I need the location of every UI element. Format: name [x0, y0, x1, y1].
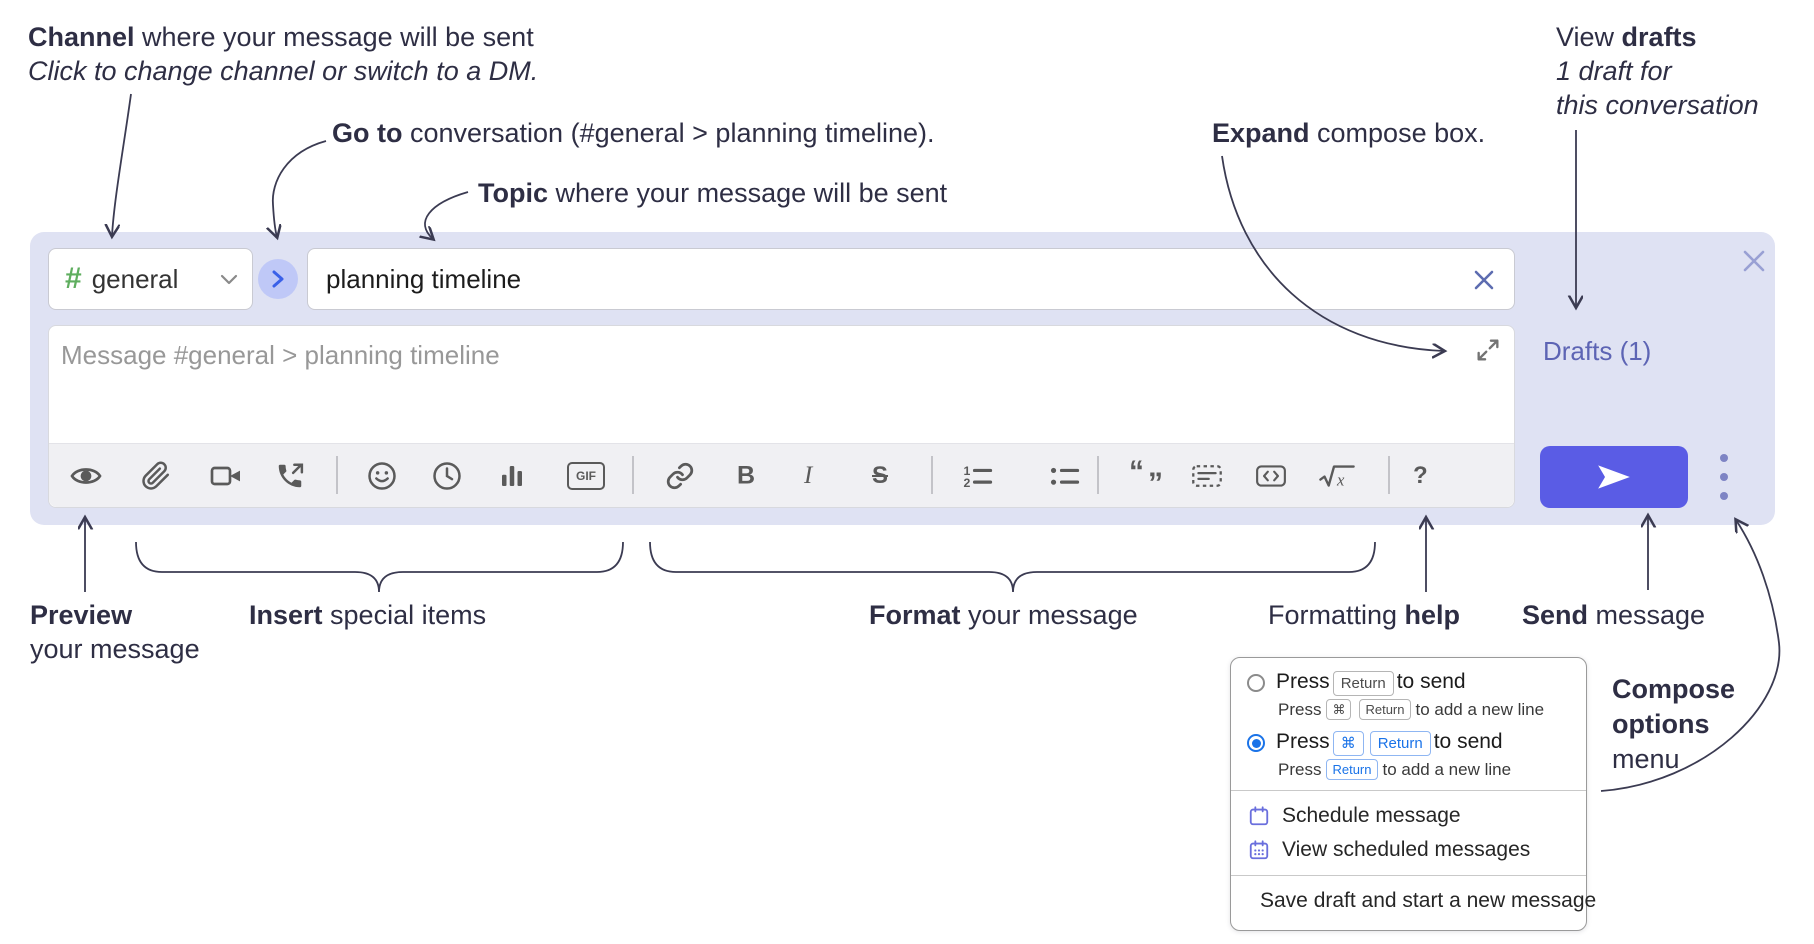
message-panel: Message #general > planning timeline: [48, 325, 1515, 508]
menu-item-save-draft[interactable]: Save draft and start a new message: [1247, 884, 1596, 918]
close-compose-icon[interactable]: [1740, 247, 1768, 275]
connector-channel: [112, 93, 132, 236]
annotation-topic: Topic where your message will be sent: [478, 178, 948, 208]
calendar-dates-icon: [1249, 840, 1269, 860]
drafts-link[interactable]: Drafts (1): [1543, 336, 1652, 366]
brace-format: [649, 541, 1376, 593]
annotation-preview: Preview your message: [30, 600, 200, 664]
annotation-channel: Channel where your message will be sent …: [28, 22, 539, 86]
menu-item-view-scheduled[interactable]: View scheduled messages: [1247, 833, 1570, 867]
calendar-icon: [1249, 806, 1269, 826]
popup-divider: [1231, 875, 1586, 876]
annotation-goto: Go to conversation (#general > planning …: [332, 118, 935, 148]
radio-unselected-icon[interactable]: [1247, 674, 1265, 692]
compose-toolbar: GIF B I S 1 2: [49, 443, 1514, 507]
send-icon: [1598, 465, 1630, 489]
annotation-formatting-help: Formatting help: [1268, 600, 1461, 630]
goto-conversation-button[interactable]: [258, 259, 298, 299]
math-icon[interactable]: x: [1318, 461, 1356, 491]
help-icon[interactable]: ?: [1413, 461, 1428, 489]
quote-icon[interactable]: “ ”: [1129, 454, 1163, 500]
expand-compose-icon[interactable]: [1474, 336, 1502, 364]
voice-call-icon[interactable]: [275, 461, 305, 491]
topic-input[interactable]: planning timeline: [307, 248, 1515, 310]
svg-text:2: 2: [963, 476, 970, 490]
compose-options-icon[interactable]: [1712, 454, 1736, 500]
bold-icon[interactable]: B: [737, 461, 756, 489]
svg-text:x: x: [1336, 470, 1345, 489]
radio-selected-icon[interactable]: [1247, 734, 1265, 752]
strikethrough-icon[interactable]: S: [872, 461, 889, 489]
connector-goto: [273, 140, 327, 237]
topic-value: planning timeline: [326, 263, 522, 294]
poll-icon[interactable]: [497, 461, 527, 491]
annotation-send-message: Send message: [1522, 600, 1706, 630]
annotation-compose-options: Compose options menu: [1612, 674, 1736, 774]
toolbar-divider: [336, 456, 338, 494]
toolbar-divider: [931, 456, 933, 494]
channel-hash-icon: #: [65, 262, 82, 295]
bulleted-list-icon[interactable]: [1048, 461, 1080, 491]
time-icon[interactable]: [432, 461, 462, 491]
link-icon[interactable]: [665, 461, 695, 491]
gif-icon[interactable]: GIF: [567, 461, 605, 490]
channel-name: general: [91, 263, 179, 294]
channel-selector[interactable]: # general: [48, 248, 253, 310]
brace-insert: [135, 541, 624, 593]
spoiler-icon[interactable]: [1191, 461, 1223, 491]
toolbar-divider: [1097, 456, 1099, 494]
svg-text:1: 1: [963, 463, 970, 477]
message-input[interactable]: Message #general > planning timeline: [61, 340, 500, 370]
toolbar-divider: [632, 456, 634, 494]
attach-file-icon[interactable]: [141, 461, 171, 491]
clear-topic-icon[interactable]: [1472, 268, 1496, 292]
annotation-insert: Insert special items: [249, 600, 487, 630]
toolbar-divider: [1388, 456, 1390, 494]
chevron-down-icon: [220, 274, 238, 285]
numbered-list-icon[interactable]: 1 2: [961, 461, 993, 491]
annotation-format: Format your message: [869, 600, 1138, 630]
send-button[interactable]: [1540, 446, 1688, 508]
popup-divider: [1231, 790, 1586, 791]
annotation-expand: Expand compose box.: [1212, 118, 1486, 148]
preview-icon[interactable]: [70, 460, 102, 492]
annotation-view-drafts: View drafts 1 draft for this conversatio…: [1556, 22, 1759, 120]
video-call-icon[interactable]: [210, 460, 242, 492]
gif-label: GIF: [576, 468, 596, 483]
code-icon[interactable]: [1255, 461, 1287, 491]
menu-item-schedule-message[interactable]: Schedule message: [1247, 799, 1570, 833]
chevron-right-icon: [272, 270, 284, 288]
compose-box: # general planning timeline Message #gen…: [30, 232, 1775, 525]
italic-icon[interactable]: I: [804, 461, 813, 489]
emoji-icon[interactable]: [367, 461, 397, 491]
